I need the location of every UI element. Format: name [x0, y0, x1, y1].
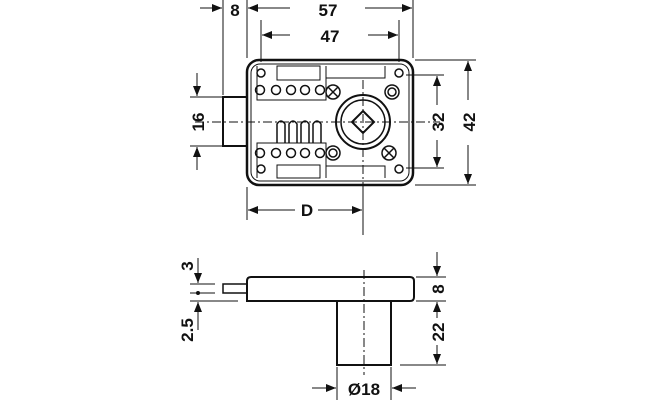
holes — [254, 68, 404, 174]
dim-bolt-thickness: 3 — [178, 261, 197, 270]
dim-screw-spacing-height: 32 — [429, 113, 448, 132]
dim-cylinder-length: 22 — [429, 323, 448, 342]
dim-bolt-projection: 8 — [230, 1, 239, 20]
front-view: 8 57 47 D 16 32 42 — [189, 0, 479, 235]
dim-bolt-height: 16 — [189, 113, 208, 132]
dim-backset: D — [301, 201, 313, 220]
dim-overall-width: 57 — [319, 1, 338, 20]
dimension-lines — [190, 0, 476, 235]
center-lines — [195, 80, 440, 235]
side-view: 3 2.5 8 22 Ø18 — [178, 252, 448, 400]
dim-overall-height: 42 — [460, 113, 479, 132]
side-dimension-lines — [190, 252, 446, 400]
dim-case-thickness: 8 — [429, 284, 448, 293]
bolt-stub — [222, 283, 248, 294]
dim-screw-spacing-width: 47 — [321, 27, 340, 46]
dim-bolt-offset: 2.5 — [178, 318, 197, 342]
dim-cylinder-diameter: Ø18 — [348, 380, 380, 399]
spring — [276, 120, 322, 143]
case-plate — [246, 276, 415, 302]
screw-icon — [325, 84, 397, 161]
